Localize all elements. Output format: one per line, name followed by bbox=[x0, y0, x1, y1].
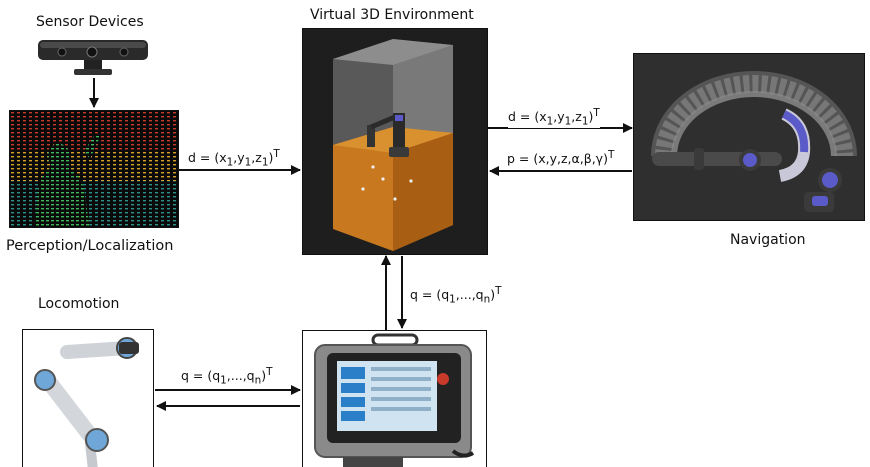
sensor-device-image bbox=[38, 40, 148, 75]
edge-text: ,...,q bbox=[455, 287, 484, 303]
edge-text: ) bbox=[588, 109, 594, 125]
perception-image bbox=[9, 110, 179, 228]
edge-text: ,z bbox=[571, 109, 582, 125]
edge-sup: T bbox=[273, 148, 280, 160]
edge-text: d = (x bbox=[508, 109, 547, 125]
locomotion-title: Locomotion bbox=[38, 296, 120, 312]
edge-sub: 1 bbox=[581, 115, 589, 128]
edge-text: d = (x bbox=[188, 150, 227, 166]
edge-text: ,z bbox=[251, 150, 262, 166]
edge-sub: 1 bbox=[226, 156, 234, 169]
edge-text: p = (x,y,z,α,β,γ) bbox=[507, 151, 608, 167]
edge-sub: n bbox=[254, 374, 262, 387]
edge-sup: T bbox=[593, 107, 600, 119]
edge-text: ,y bbox=[233, 150, 245, 166]
locomotion-image bbox=[22, 329, 154, 467]
edge-sub: 1 bbox=[220, 374, 227, 387]
sensor-devices-title: Sensor Devices bbox=[36, 14, 144, 30]
perception-title: Perception/Localization bbox=[6, 238, 174, 254]
navigation-image bbox=[633, 53, 865, 221]
edge-sup: T bbox=[607, 149, 615, 161]
edge-label-navigation-to-env: p = (x,y,z,α,β,γ)T bbox=[507, 149, 615, 167]
edge-sup: T bbox=[266, 366, 273, 378]
edge-sub: 1 bbox=[564, 115, 572, 128]
virtual-env-image bbox=[302, 28, 488, 255]
edge-text: ,...,q bbox=[226, 368, 255, 384]
virtual-env-title: Virtual 3D Environment bbox=[310, 7, 474, 23]
edge-sub: n bbox=[483, 293, 491, 306]
edge-text: q = (q bbox=[410, 287, 450, 303]
edge-text: ) bbox=[268, 150, 274, 166]
edge-sup: T bbox=[495, 285, 502, 297]
edge-sub: 1 bbox=[449, 293, 456, 306]
edge-label-controller-locomotion: q = (q1,...,qn)T bbox=[181, 366, 273, 387]
edge-label-env-to-navigation: d = (x1,y1,z1)T bbox=[508, 107, 600, 128]
controller-image bbox=[302, 330, 487, 467]
navigation-title: Navigation bbox=[730, 232, 806, 248]
edge-sub: 1 bbox=[261, 156, 269, 169]
edge-text: q = (q bbox=[181, 368, 221, 384]
edge-sub: 1 bbox=[244, 156, 252, 169]
edge-text: ,y bbox=[553, 109, 565, 125]
edge-label-env-controller: q = (q1,...,qn)T bbox=[410, 285, 502, 306]
edge-text: ) bbox=[261, 368, 267, 384]
edge-text: ) bbox=[490, 287, 496, 303]
edge-sub: 1 bbox=[546, 115, 554, 128]
edge-label-perception-to-env: d = (x1,y1,z1)T bbox=[188, 148, 280, 169]
